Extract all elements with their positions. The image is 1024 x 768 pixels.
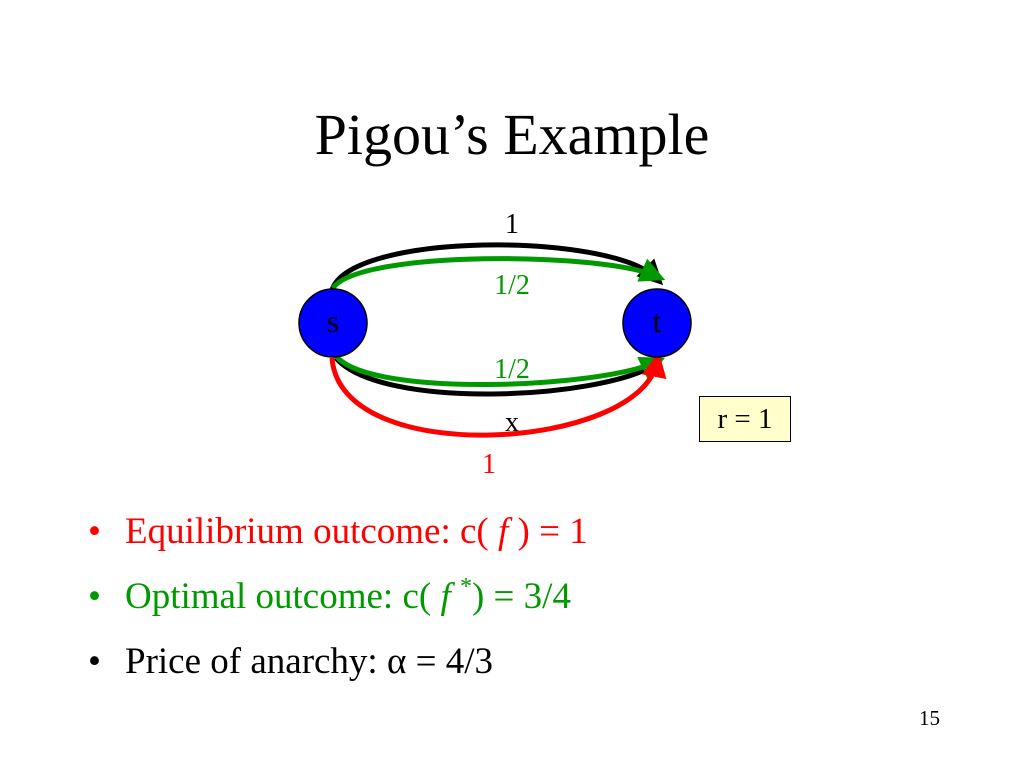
equilibrium-flow (329, 352, 667, 438)
equilibrium-suffix: ) = 1 (517, 511, 588, 552)
source-node-label: s (327, 303, 339, 339)
bottom-edge-cost-label: x (505, 407, 519, 438)
optimal-suffix: ) = 3/4 (471, 576, 571, 617)
bottom-edge (334, 356, 658, 397)
bullet-marker: • (88, 641, 101, 682)
target-node-label: t (653, 303, 662, 339)
anarchy-suffix: = 4/3 (406, 641, 494, 682)
optimal-prefix: Optimal outcome: c( (125, 576, 432, 617)
bullet-marker: • (88, 511, 101, 552)
alpha-symbol: α (386, 641, 407, 682)
top-edge-cost-label: 1 (505, 209, 519, 240)
bullet-price-of-anarchy: • Price of anarchy: α = 4/3 (88, 640, 588, 684)
top-optimal-flow (330, 256, 666, 290)
page-number: 15 (919, 706, 940, 730)
bottom-flow-label: 1/2 (494, 354, 530, 385)
optimal-flow-symbol: f (440, 576, 451, 617)
bottom-optimal-flow (334, 354, 666, 388)
equilibrium-flow-symbol: f (498, 511, 509, 552)
anarchy-prefix: Price of anarchy: (125, 641, 387, 682)
bullet-marker: • (88, 576, 101, 617)
bullet-list: • Equilibrium outcome: c( f ) = 1 • Optima… (88, 510, 588, 705)
target-node (622, 288, 692, 358)
optimal-star-superscript: * (459, 574, 472, 600)
bullet-equilibrium-outcome: • Equilibrium outcome: c( f ) = 1 (88, 510, 588, 554)
equilibrium-prefix: Equilibrium outcome: c( (125, 511, 489, 552)
source-node (298, 288, 368, 358)
rate-box: r = 1 (699, 396, 791, 442)
equilibrium-flow-label: 1 (482, 449, 496, 480)
top-flow-label: 1/2 (494, 270, 530, 301)
slide-title: Pigou’s Example (314, 102, 710, 167)
bullet-optimal-outcome: • Optimal outcome: c( f *) = 3/4 (88, 575, 588, 619)
top-edge (329, 242, 664, 292)
